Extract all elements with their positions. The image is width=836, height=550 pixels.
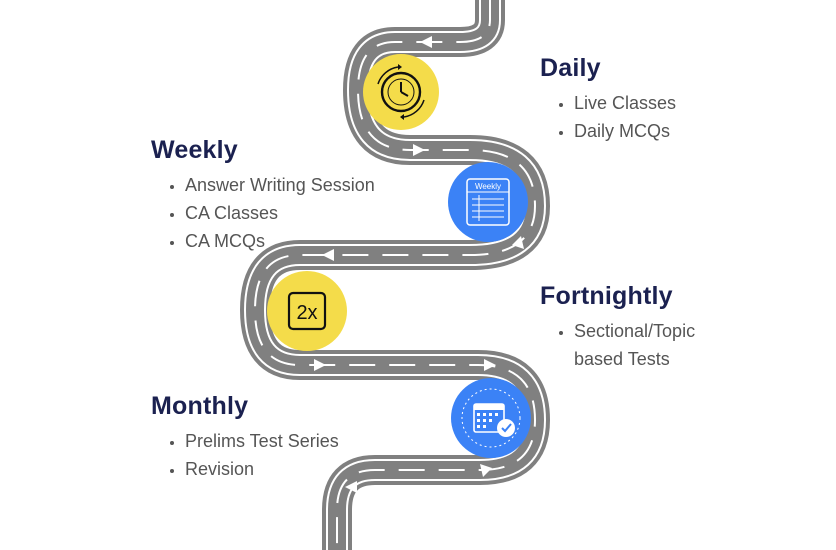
list-item: Answer Writing Session (185, 171, 375, 199)
list-item: Sectional/Topic (574, 317, 695, 345)
milestone-fortnightly: Fortnightly Sectional/Topic based Tests (540, 282, 695, 373)
milestone-daily: Daily Live Classes Daily MCQs (540, 54, 676, 145)
direction-arrows (314, 36, 524, 493)
arrow-icon (314, 359, 326, 371)
calendar-check-icon (451, 378, 531, 458)
milestone-title: Monthly (151, 392, 249, 420)
list-item: Prelims Test Series (185, 427, 339, 455)
milestone-title: Daily (540, 54, 601, 82)
milestone-title: Weekly (151, 136, 238, 164)
milestone-weekly: Weekly Answer Writing Session CA Classes… (151, 136, 375, 255)
list-item: based Tests (574, 349, 670, 369)
list-item: Daily MCQs (574, 117, 676, 145)
milestone-list: Answer Writing Session CA Classes CA MCQ… (151, 171, 375, 255)
milestone-monthly: Monthly Prelims Test Series Revision (151, 392, 339, 483)
milestone-list: Sectional/Topic based Tests (540, 317, 695, 373)
list-item: CA Classes (185, 199, 375, 227)
arrow-icon (322, 249, 334, 261)
list-item: CA MCQs (185, 227, 375, 255)
arrow-icon (345, 481, 357, 493)
road-center-dashes (253, 0, 537, 550)
milestone-list: Live Classes Daily MCQs (540, 89, 676, 145)
arrow-icon (420, 36, 432, 48)
arrow-icon (484, 359, 496, 371)
milestone-title: Fortnightly (540, 282, 673, 310)
weekly-planner-icon: Weekly (448, 162, 528, 242)
milestone-list: Prelims Test Series Revision (151, 427, 339, 483)
clock-icon (363, 54, 439, 130)
two-x-icon: 2x (267, 271, 347, 351)
weekly-icon-text: Weekly (475, 182, 501, 191)
arrow-icon (512, 236, 524, 249)
list-item: Live Classes (574, 89, 676, 117)
arrow-icon (413, 144, 425, 156)
list-item: Revision (185, 455, 339, 483)
two-x-icon-text: 2x (296, 302, 317, 324)
arrow-icon (480, 464, 492, 477)
